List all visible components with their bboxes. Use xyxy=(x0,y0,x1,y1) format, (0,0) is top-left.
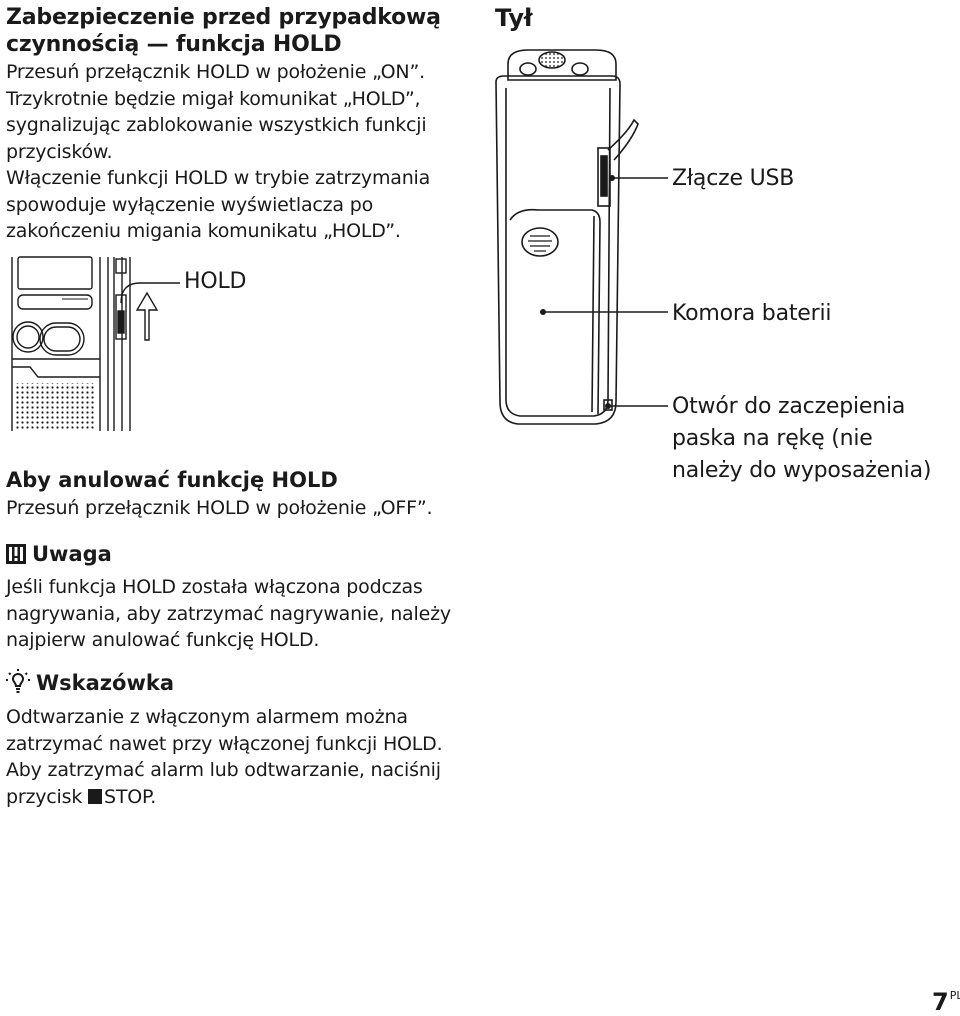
tip-title: Wskazówka xyxy=(36,671,174,695)
note-line: nagrywania, aby zatrzymać nagrywanie, na… xyxy=(6,602,451,625)
note-body: Jeśli funkcja HOLD została włączona podc… xyxy=(6,574,476,654)
stop-square-icon xyxy=(87,788,102,804)
strap-hole-line: należy do wyposażenia) xyxy=(672,458,932,483)
tip-line: zatrzymać nawet przy włączonej funkcji H… xyxy=(6,732,443,755)
hold-switch-label: HOLD xyxy=(184,269,247,294)
hold-title-line2: czynnością — funkcja HOLD xyxy=(6,32,342,57)
strap-hole-line: paska na rękę (nie xyxy=(672,426,873,451)
strap-hole-line: Otwór do zaczepienia xyxy=(672,394,906,419)
tip-section: Wskazówka Odtwarzanie z włączonym alarme… xyxy=(6,668,476,810)
note-title: Uwaga xyxy=(32,542,112,566)
tip-line: Odtwarzanie z włączonym alarmem można xyxy=(6,706,408,728)
hold-paragraph: Przesuń przełącznik HOLD w położenie „ON… xyxy=(6,59,476,245)
hold-text-line: sygnalizując zablokowanie wszystkich fun… xyxy=(6,114,427,136)
stop-button-label: STOP. xyxy=(103,785,157,808)
hold-section: Zabezpieczenie przed przypadkową czynnoś… xyxy=(6,4,476,245)
hold-text-line: Przesuń przełącznik HOLD w położenie „ON… xyxy=(6,61,425,83)
note-icon xyxy=(6,544,26,570)
back-view-title: Tył xyxy=(495,4,533,32)
hold-text-line: spowoduje wyłączenie wyświetlacza po xyxy=(6,193,373,216)
tip-body: Odtwarzanie z włączonym alarmem można za… xyxy=(6,704,476,810)
tip-line-last: przycisk STOP. xyxy=(6,785,157,808)
note-section: Uwaga Jeśli funkcja HOLD została włączon… xyxy=(6,541,476,654)
cancel-hold-title: Aby anulować funkcję HOLD xyxy=(6,468,338,492)
battery-compartment-label: Komora baterii xyxy=(672,301,832,326)
device-back-illustration xyxy=(495,49,668,425)
cancel-hold-text: Przesuń przełącznik HOLD w położenie „OF… xyxy=(6,497,433,519)
hold-switch-illustration xyxy=(11,256,180,431)
bulb-icon xyxy=(6,668,30,700)
note-line: Jeśli funkcja HOLD została włączona podc… xyxy=(6,576,423,598)
page-number: 7PL xyxy=(932,988,960,1016)
hold-text-line: zakończeniu migania komunikatu „HOLD”. xyxy=(6,220,401,242)
hold-text-line: przycisków. xyxy=(6,140,113,163)
hold-title-line1: Zabezpieczenie przed przypadkową xyxy=(6,5,441,30)
note-line: najpierw anulować funkcję HOLD. xyxy=(6,629,320,651)
strap-hole-label: Otwór do zaczepienia paska na rękę (nie … xyxy=(672,391,931,487)
tip-line: Aby zatrzymać alarm lub odtwarzanie, nac… xyxy=(6,759,441,781)
cancel-hold-section: Aby anulować funkcję HOLD Przesuń przełą… xyxy=(6,467,476,522)
hold-text-line: Trzykrotnie będzie migał komunikat „HOLD… xyxy=(6,87,421,110)
hold-text-line: Włączenie funkcji HOLD w trybie zatrzyma… xyxy=(6,167,431,189)
usb-connector-label: Złącze USB xyxy=(672,166,795,191)
